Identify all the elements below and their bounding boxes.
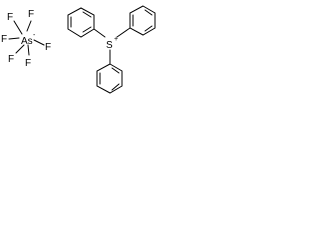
as-f-bond [33, 39, 45, 46]
f-atom: F [25, 58, 31, 69]
as-f-bond [15, 44, 25, 54]
f-atom: F [28, 9, 34, 20]
double-bond [111, 83, 120, 91]
triphenylsulfonium-cation: S + [67, 5, 156, 94]
s-c-bond [116, 27, 131, 38]
phenyl-ring-upper-left [67, 7, 95, 38]
double-bond [111, 67, 120, 74]
as-f-bond [8, 37, 20, 40]
hexafluoroarsenate-anion: As - F F F F F F [1, 9, 51, 69]
phenyl-ring-bottom [96, 63, 123, 94]
double-bond [82, 26, 92, 33]
as-charge: - [33, 32, 36, 39]
molecule-canvas: As - F F F F F F [0, 0, 164, 103]
double-bond [82, 11, 92, 18]
f-atom: F [7, 12, 13, 23]
f-atom: F [1, 34, 7, 45]
phenyl-ring-upper-right [129, 5, 156, 36]
double-bond [144, 9, 153, 16]
as-atom: As [21, 36, 33, 47]
as-f-bond [13, 20, 23, 35]
ring-outline [129, 5, 156, 36]
as-f-bond [27, 44, 30, 56]
f-atom: F [8, 54, 14, 65]
s-c-bond [93, 28, 106, 38]
s-atom: S [106, 40, 113, 51]
s-charge: + [114, 36, 118, 43]
as-f-bond [26, 20, 32, 32]
f-atom: F [45, 42, 51, 53]
ring-outline [67, 7, 95, 38]
double-bond [144, 25, 153, 32]
structure-drawing: As - F F F F F F [1, 5, 156, 94]
ring-outline [96, 63, 123, 94]
